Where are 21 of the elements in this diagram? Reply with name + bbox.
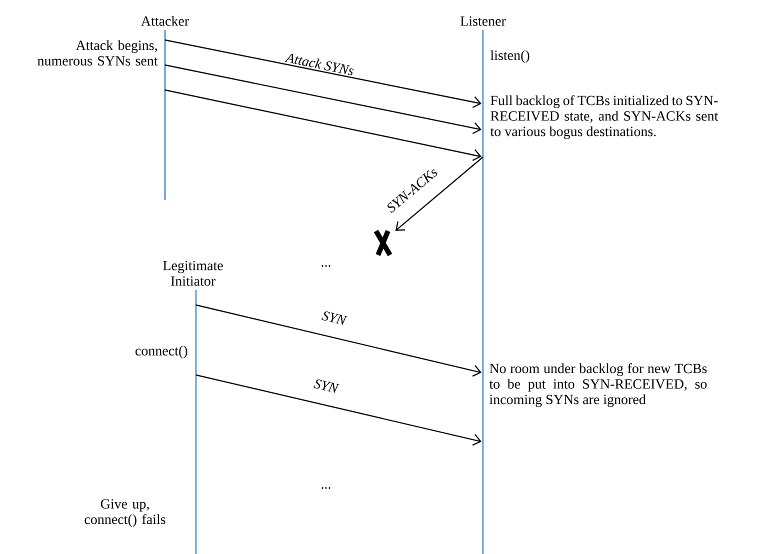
arrow <box>395 156 484 231</box>
arrow <box>164 64 482 134</box>
note-text: connect() <box>135 346 188 358</box>
edge-label: SYN <box>321 312 348 325</box>
note-text: Give up, connect() fails <box>84 499 166 527</box>
arrow <box>196 374 482 446</box>
lifeline-heading: Legitimate Initiator <box>163 260 223 286</box>
note-text: listen() <box>490 50 530 63</box>
lifeline-heading: Attacker <box>141 16 189 26</box>
edge-label: Attack SYNs <box>284 54 354 76</box>
note-text: Attack begins, numerous SYNs sent <box>38 40 158 66</box>
arrow <box>164 39 482 108</box>
ellipsis-text: ... <box>322 487 330 489</box>
arrow <box>196 304 482 377</box>
note-text: Full backlog of TCBs initialized to SYN-RECEIVED state, and SYN-ACKs sent to various bogus destinations. <box>490 95 718 140</box>
arrow <box>164 89 482 161</box>
cross-mark <box>374 228 392 258</box>
ellipsis-text: ... <box>322 265 330 267</box>
edge-label: SYN <box>313 380 340 393</box>
lifeline-heading: Listener <box>460 16 506 26</box>
note-text: No room under backlog for new TCBs to be put into SYN-RECEIVED, so incoming SYNs are ignored <box>489 363 707 408</box>
